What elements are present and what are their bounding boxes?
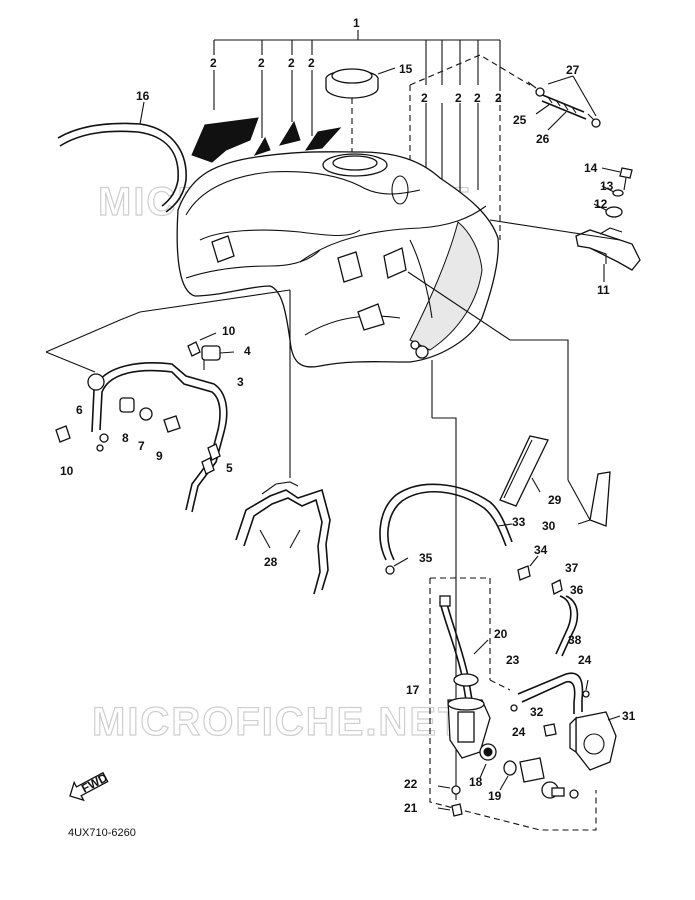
callout-27: 27	[566, 63, 580, 77]
clip-34	[517, 555, 539, 581]
fuel-cap	[325, 67, 396, 152]
callout-28: 28	[264, 555, 278, 569]
clip-35	[385, 557, 409, 575]
callout-14: 14	[584, 161, 598, 175]
clip-24-upper	[582, 679, 590, 698]
fwd-arrow: FWD	[69, 770, 110, 802]
callout-2c: 2	[288, 56, 295, 70]
callout-2h: 2	[495, 91, 502, 105]
hose-23	[517, 672, 584, 714]
callout-4: 4	[244, 344, 251, 358]
callout-21: 21	[404, 801, 418, 815]
fuel-pump-31	[569, 711, 621, 771]
callout-2d: 2	[308, 56, 315, 70]
fuel-cock-box	[429, 577, 597, 831]
callout-8: 8	[122, 431, 129, 445]
callout-37: 37	[565, 561, 579, 575]
cock-lever	[519, 757, 579, 799]
callout-24-upper: 24	[578, 653, 592, 667]
callout-12: 12	[594, 197, 608, 211]
fuel-hose-33	[379, 483, 513, 561]
tank-decal-left	[191, 117, 342, 163]
callout-32: 32	[530, 705, 544, 719]
fuel-tank	[176, 151, 499, 368]
bracket-assembly-11	[575, 167, 641, 282]
watermark-bottom: MICROFICHE.NET	[92, 700, 464, 744]
callout-18: 18	[469, 775, 483, 789]
clip-37	[551, 579, 563, 595]
fuel-cock-17	[439, 595, 491, 759]
callout-25: 25	[513, 113, 527, 127]
breather-hose-16	[57, 101, 187, 213]
callout-33: 33	[512, 515, 526, 529]
callout-26: 26	[536, 132, 550, 146]
mount-bracket-28	[235, 481, 331, 595]
oring-19	[499, 760, 517, 791]
callout-labels: 1 2 2 2 2 2 2 2 2 3 4 5 6 7 8 9 10 10 11…	[60, 16, 636, 815]
callout-13: 13	[600, 179, 614, 193]
callout-10-upper: 10	[222, 324, 236, 338]
nut-10-lower	[55, 425, 71, 443]
callout-10-lower: 10	[60, 464, 74, 478]
callout-20: 20	[494, 627, 508, 641]
bolt-4	[201, 345, 235, 370]
callout-19: 19	[488, 789, 502, 803]
callout-22: 22	[404, 777, 418, 791]
tank-rubber-30	[577, 471, 611, 527]
label-1-leader	[213, 30, 531, 250]
screw-21	[437, 803, 463, 817]
callout-23: 23	[506, 653, 520, 667]
callout-6: 6	[76, 403, 83, 417]
fwd-label: FWD	[79, 770, 110, 795]
clip-24-lower	[510, 704, 518, 712]
callout-35: 35	[419, 551, 433, 565]
gasket-18	[479, 743, 497, 779]
pin-assembly	[527, 75, 601, 131]
nut-10-upper	[187, 332, 217, 357]
callout-16: 16	[136, 89, 150, 103]
callout-1: 1	[353, 16, 360, 30]
callout-11: 11	[597, 283, 610, 297]
callout-17: 17	[406, 683, 420, 697]
callout-31: 31	[622, 709, 636, 723]
callout-36: 36	[570, 583, 584, 597]
callout-29: 29	[548, 493, 562, 507]
tank-mount-bracket-3	[87, 362, 228, 513]
callout-2b: 2	[258, 56, 265, 70]
drawing-code: 4UX710-6260	[68, 827, 136, 839]
callout-24-lower: 24	[512, 725, 526, 739]
callout-3: 3	[237, 375, 244, 389]
callout-2e: 2	[421, 91, 428, 105]
callout-38: 38	[568, 633, 582, 647]
tank-rubber-29	[499, 435, 549, 507]
callout-15: 15	[399, 62, 413, 76]
callout-34: 34	[534, 543, 548, 557]
screw-32	[543, 723, 557, 737]
hose-36	[555, 595, 579, 657]
callout-2a: 2	[210, 56, 217, 70]
callout-9: 9	[156, 449, 163, 463]
washer-22	[437, 785, 461, 795]
callout-2g: 2	[474, 91, 481, 105]
callout-30: 30	[542, 519, 556, 533]
callout-2f: 2	[455, 91, 462, 105]
callout-5: 5	[226, 461, 233, 475]
callout-7: 7	[138, 439, 145, 453]
